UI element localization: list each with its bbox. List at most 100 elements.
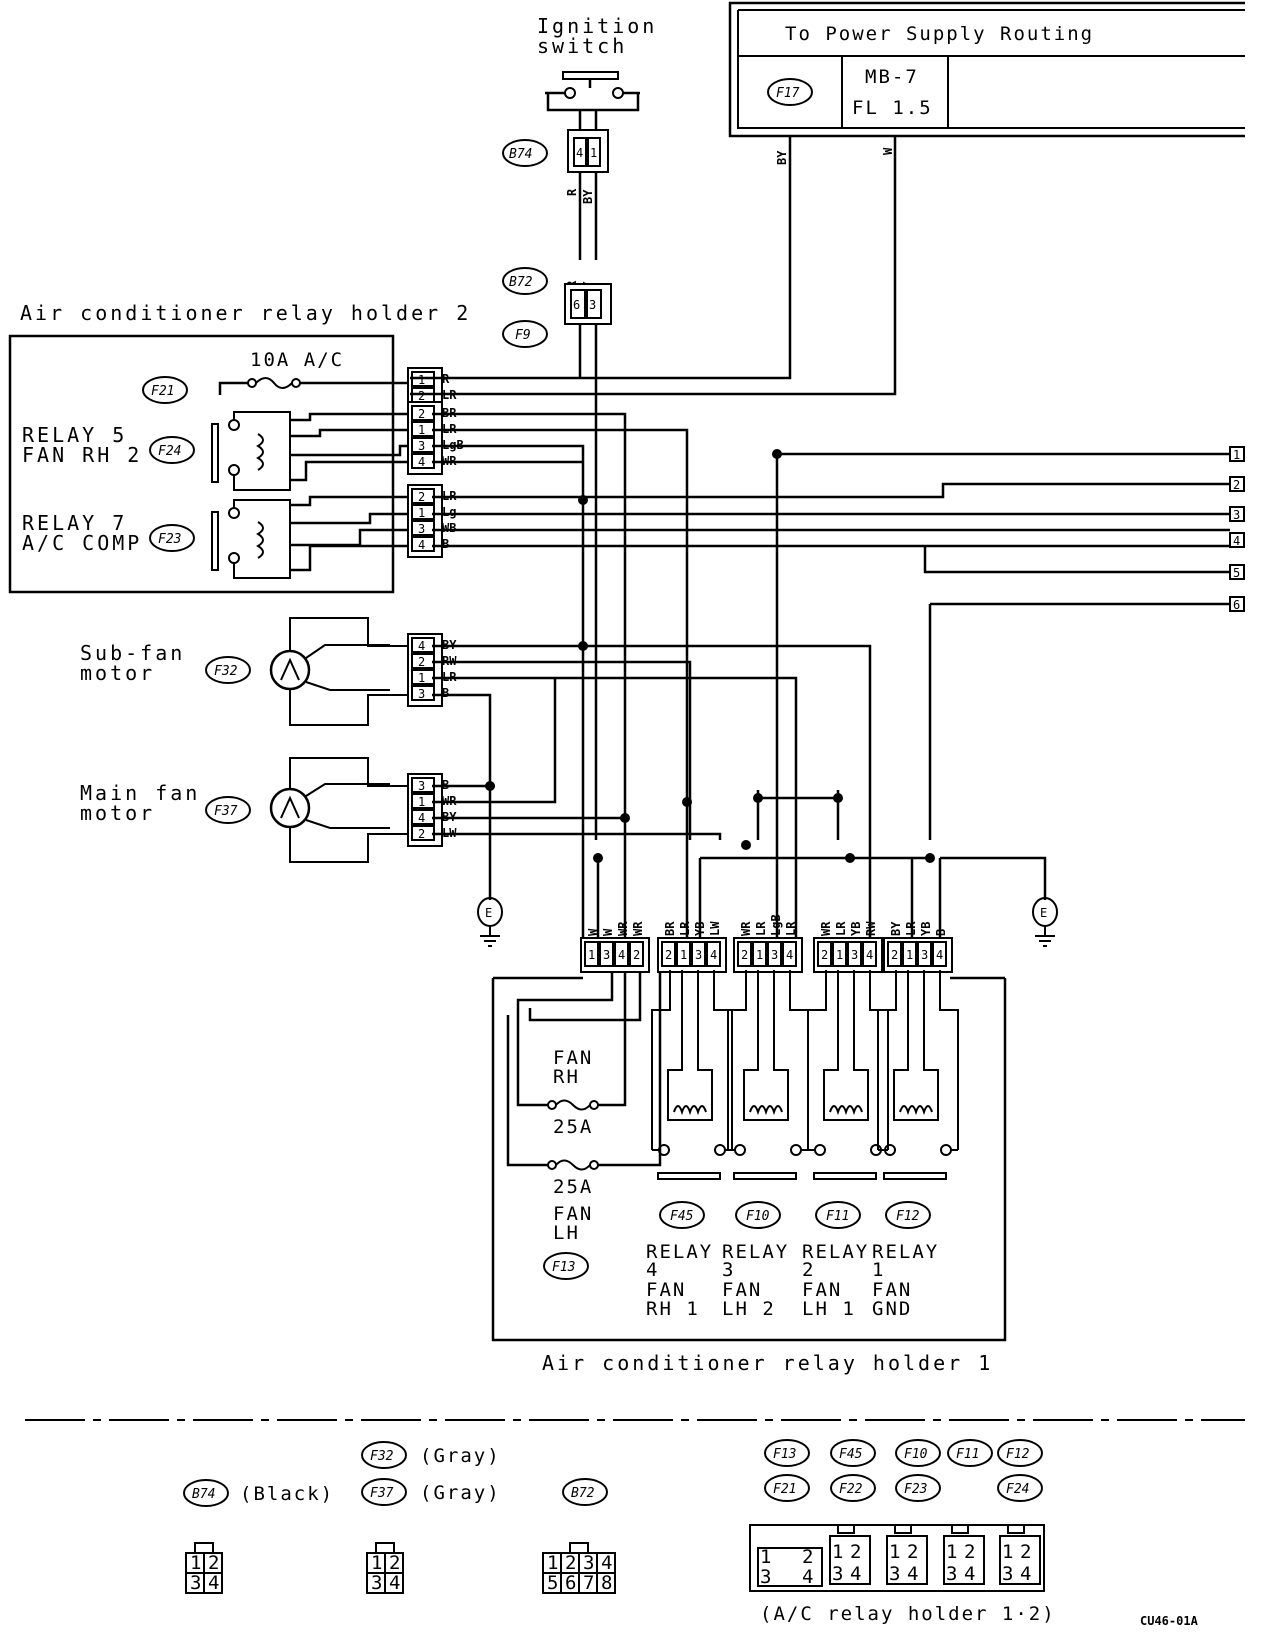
svg-text:3: 3 xyxy=(832,1563,845,1585)
relay7-pin-2: 2 xyxy=(418,490,425,504)
h1-fuse-wire-wr: WR xyxy=(616,921,630,936)
svg-text:2: 2 xyxy=(907,1541,920,1563)
wire-color-w-power: W xyxy=(881,147,895,155)
legend-pin-1: 1 xyxy=(190,1552,203,1574)
relay-holder-2: Air conditioner relay holder 2 F21 10A A… xyxy=(8,301,468,594)
legend-pin-4: 4 xyxy=(389,1572,402,1594)
relay4-pin-3: 3 xyxy=(695,948,702,962)
relay4-wire-br: BR xyxy=(663,921,677,936)
connector-f9: F9 xyxy=(515,328,531,343)
relay3-pin-1: 1 xyxy=(756,948,763,962)
legend-f12: F12 xyxy=(1006,1447,1030,1462)
svg-text:2: 2 xyxy=(802,1546,815,1568)
legend-pin-3: 3 xyxy=(371,1572,384,1594)
main-fan-label-line2: motor xyxy=(80,801,155,825)
h1-fuse-wire-wr: WR xyxy=(631,921,645,936)
svg-text:F37: F37 xyxy=(370,1486,394,1501)
relay-label-line1: RELAY xyxy=(646,1241,713,1263)
fuse-f17-connector: F17 xyxy=(776,86,800,101)
fuse-fl15-label: FL 1.5 xyxy=(852,97,933,119)
sub-fan-motor-icon xyxy=(269,649,311,691)
ignition-label-line1: Ignition xyxy=(537,14,657,38)
legend-f45: F45 xyxy=(839,1447,863,1462)
mainfan-pin-2: 2 xyxy=(418,827,425,841)
legend-f13: F13 xyxy=(773,1447,796,1462)
legend-f24: F24 xyxy=(1006,1482,1029,1497)
relay2-wire-yb: YB xyxy=(849,922,863,936)
power-supply-box: To Power Supply Routing F17 MB-7 FL 1.5 xyxy=(728,1,1245,138)
legend-pin-3: 3 xyxy=(190,1572,203,1594)
main-fan-label-line1: Main fan xyxy=(80,781,200,805)
svg-text:3: 3 xyxy=(760,1566,773,1588)
relay4-pin-2: 2 xyxy=(665,948,672,962)
connector-f12: F12 xyxy=(896,1209,920,1224)
legend-pin-2: 2 xyxy=(389,1552,402,1574)
legend-f37-color: (Gray) xyxy=(420,1482,501,1504)
svg-text:3: 3 xyxy=(889,1563,902,1585)
fuse-rh-25a: 25A xyxy=(553,1116,593,1138)
terminal-6: 6 xyxy=(1233,598,1240,612)
relay-label-line3: FAN xyxy=(646,1279,686,1301)
ground-symbol-right: E xyxy=(1032,897,1058,947)
svg-text:3: 3 xyxy=(946,1563,959,1585)
terminal-4: 4 xyxy=(1233,534,1240,548)
relay1-pin-4: 4 xyxy=(936,948,943,962)
relay-holder-1: Air conditioner relay holder 1 FAN RH 25… xyxy=(491,970,1007,1375)
connector-f13: F13 xyxy=(552,1260,575,1275)
fuse-mb7-label: MB-7 xyxy=(865,66,919,88)
h1-fuse-wire-w: W xyxy=(586,928,600,936)
legend-f32-color: (Gray) xyxy=(420,1445,501,1467)
relay7-wire-b: B xyxy=(442,537,449,551)
h2-fuse-pin-2: 2 xyxy=(418,389,425,403)
legend-pin-4: 4 xyxy=(601,1552,614,1574)
h2-fuse-pin-1: 1 xyxy=(418,373,425,387)
subfan-pin-3: 3 xyxy=(418,687,425,701)
relay4-pin-4: 4 xyxy=(710,948,717,962)
svg-text:4: 4 xyxy=(964,1563,977,1585)
relay5-pin-1: 1 xyxy=(418,423,425,437)
relay1-wire-by: BY xyxy=(889,921,903,936)
main-fan-motor: Main fan motor F37 xyxy=(80,757,410,863)
relay1-pin-3: 3 xyxy=(921,948,928,962)
fan-lh-label-line1: FAN xyxy=(553,1203,593,1225)
terminal-3: 3 xyxy=(1233,508,1240,522)
h1-fuse-pin-2: 2 xyxy=(633,948,640,962)
legend-f11: F11 xyxy=(956,1447,979,1462)
ignition-label-line2: switch xyxy=(537,34,627,58)
relay5-pin-3: 3 xyxy=(418,439,425,453)
sub-fan-label-line1: Sub-fan xyxy=(80,641,185,665)
fan-rh-label-line2: RH xyxy=(553,1066,580,1088)
relay-label-line2: 4 xyxy=(646,1259,659,1281)
sub-fan-motor: Sub-fan motor F32 xyxy=(80,617,410,726)
legend-b74-color: (Black) xyxy=(240,1483,334,1505)
legend: F32 (Gray) B74 (Black) F37 (Gray) B72 CU… xyxy=(183,1441,1199,1628)
connector-f10: F10 xyxy=(746,1209,770,1224)
power-supply-title: To Power Supply Routing xyxy=(785,23,1094,45)
relay-label-line3: FAN xyxy=(872,1279,912,1301)
connector-f23: F23 xyxy=(158,532,181,547)
svg-text:1: 1 xyxy=(1002,1541,1015,1563)
svg-text:6: 6 xyxy=(573,298,580,312)
svg-text:1: 1 xyxy=(590,146,597,160)
svg-text:R: R xyxy=(565,188,579,196)
relay-holder-1-title: Air conditioner relay holder 1 xyxy=(542,1351,993,1375)
wire-color-by-power: BY xyxy=(775,150,789,165)
relay-label-line2: 3 xyxy=(722,1259,735,1281)
ignition-switch: Ignition switch 41 B74 R BY R BY 63 B72 … xyxy=(502,14,657,840)
relay4-wire-yb: YB xyxy=(693,922,707,936)
svg-text:3: 3 xyxy=(589,298,596,312)
svg-text:3: 3 xyxy=(1002,1563,1015,1585)
svg-text:1: 1 xyxy=(946,1541,959,1563)
relay-label-line1: RELAY xyxy=(872,1241,939,1263)
legend-pin-3: 3 xyxy=(583,1552,596,1574)
relay7-pin-3: 3 xyxy=(418,522,425,536)
relay3-wire-lr: LR xyxy=(784,921,798,936)
